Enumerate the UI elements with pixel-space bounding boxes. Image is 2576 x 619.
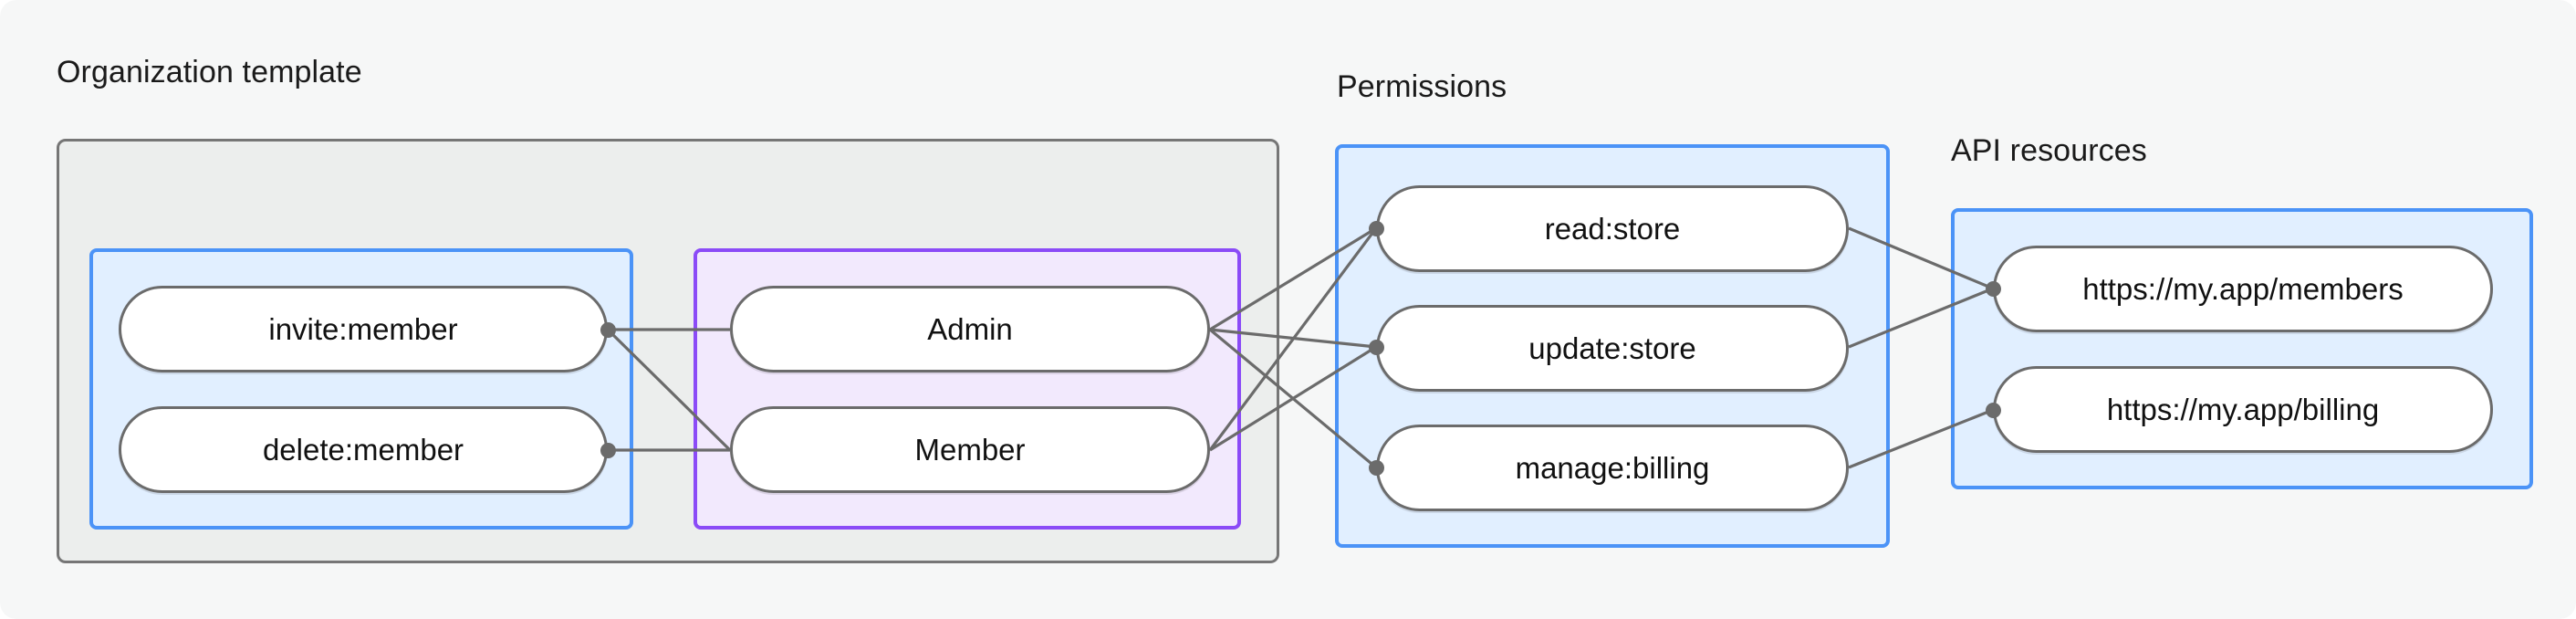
group-title-permissions: Permissions	[1337, 69, 1507, 104]
node-permission-read-store-label: read:store	[1544, 211, 1681, 246]
node-api-resource-members[interactable]: https://my.app/members	[1993, 246, 2493, 332]
node-permission-update-store[interactable]: update:store	[1376, 305, 1849, 392]
port-invite-member-out	[600, 322, 616, 338]
node-role-admin[interactable]: Admin	[730, 286, 1210, 372]
port-delete-member-out	[600, 443, 616, 458]
node-role-member-label: Member	[914, 432, 1026, 467]
node-api-resource-billing[interactable]: https://my.app/billing	[1993, 366, 2493, 453]
node-permission-manage-billing-label: manage:billing	[1515, 450, 1710, 485]
port-billing-url-in	[1986, 403, 2001, 418]
node-delete-member[interactable]: delete:member	[119, 406, 608, 493]
port-members-url-in	[1986, 281, 2001, 297]
port-read-store-in	[1369, 221, 1384, 236]
node-api-resource-members-label: https://my.app/members	[2082, 271, 2404, 306]
node-invite-member-label: invite:member	[268, 311, 458, 346]
node-delete-member-label: delete:member	[262, 432, 464, 467]
group-title-api-resources: API resources	[1951, 133, 2147, 168]
port-update-store-in	[1369, 340, 1384, 355]
port-manage-billing-in	[1369, 460, 1384, 476]
node-invite-member[interactable]: invite:member	[119, 286, 608, 372]
node-permission-manage-billing[interactable]: manage:billing	[1376, 425, 1849, 511]
node-api-resource-billing-label: https://my.app/billing	[2106, 392, 2380, 426]
node-role-member[interactable]: Member	[730, 406, 1210, 493]
node-role-admin-label: Admin	[927, 311, 1013, 346]
node-permission-read-store[interactable]: read:store	[1376, 185, 1849, 272]
group-title-organization-template: Organization template	[57, 55, 362, 89]
node-permission-update-store-label: update:store	[1528, 330, 1696, 365]
